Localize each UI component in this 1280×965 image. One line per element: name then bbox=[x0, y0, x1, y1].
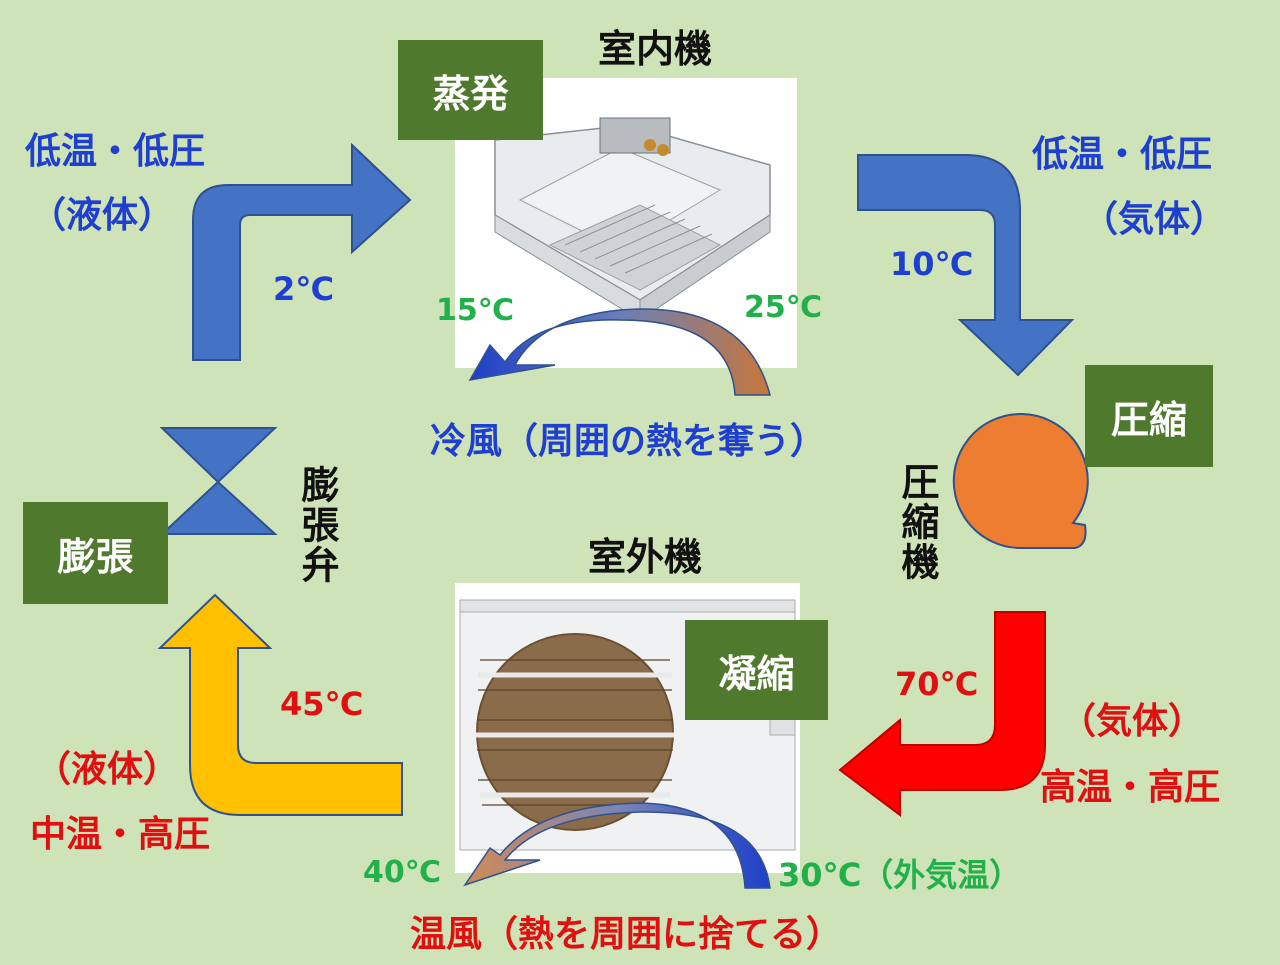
low-temp-gas-arrow bbox=[857, 154, 1075, 377]
right-top-state-line1: 低温・低圧 bbox=[1032, 134, 1213, 175]
left-top-temp: 2℃ bbox=[273, 270, 335, 308]
outdoor-inlet-temp: 30℃（外気温） bbox=[778, 856, 1022, 894]
outdoor-airflow-arrow bbox=[463, 802, 771, 889]
outdoor-unit-title: 室外機 bbox=[588, 535, 703, 579]
indoor-outlet-temp: 15℃ bbox=[436, 293, 515, 328]
indoor-unit-title: 室内機 bbox=[598, 27, 713, 71]
expansion-valve-icon bbox=[159, 427, 278, 535]
left-bottom-state-line1: （液体） bbox=[35, 749, 180, 790]
low-temp-liquid-arrow bbox=[192, 142, 412, 361]
left-bottom-temp: 45℃ bbox=[280, 685, 364, 723]
indoor-airflow-label: 冷風（周囲の熱を奪う） bbox=[430, 421, 827, 462]
indoor-inlet-temp: 25℃ bbox=[744, 290, 823, 325]
mid-temp-liquid-arrow bbox=[157, 593, 403, 816]
expansion-box: 膨張 bbox=[23, 502, 168, 604]
condensation-box: 凝縮 bbox=[685, 620, 828, 720]
left-bottom-state-line2: 中温・高圧 bbox=[30, 814, 211, 855]
right-bottom-state-line1: （気体） bbox=[1060, 701, 1205, 742]
expansion-valve-label: 膨張弁 bbox=[295, 465, 339, 585]
left-top-state-line1: 低温・低圧 bbox=[25, 131, 206, 172]
right-bottom-state-line2: 高温・高圧 bbox=[1040, 767, 1221, 808]
compressor-icon bbox=[952, 413, 1089, 549]
compression-box: 圧縮 bbox=[1085, 365, 1213, 467]
right-top-temp: 10℃ bbox=[890, 245, 974, 283]
outdoor-airflow-label: 温風（熱を周囲に捨てる） bbox=[410, 914, 843, 955]
right-top-state-line2: （気体） bbox=[1082, 199, 1227, 240]
left-top-state-line2: （液体） bbox=[30, 195, 175, 236]
compressor-label: 圧縮機 bbox=[895, 462, 939, 582]
outdoor-unit-image bbox=[455, 583, 800, 873]
evaporation-box: 蒸発 bbox=[398, 40, 543, 140]
indoor-airflow-arrow bbox=[468, 308, 771, 396]
outdoor-outlet-temp: 40℃ bbox=[363, 855, 442, 890]
high-temp-gas-arrow bbox=[838, 611, 1046, 817]
right-bottom-temp: 70℃ bbox=[895, 665, 979, 703]
